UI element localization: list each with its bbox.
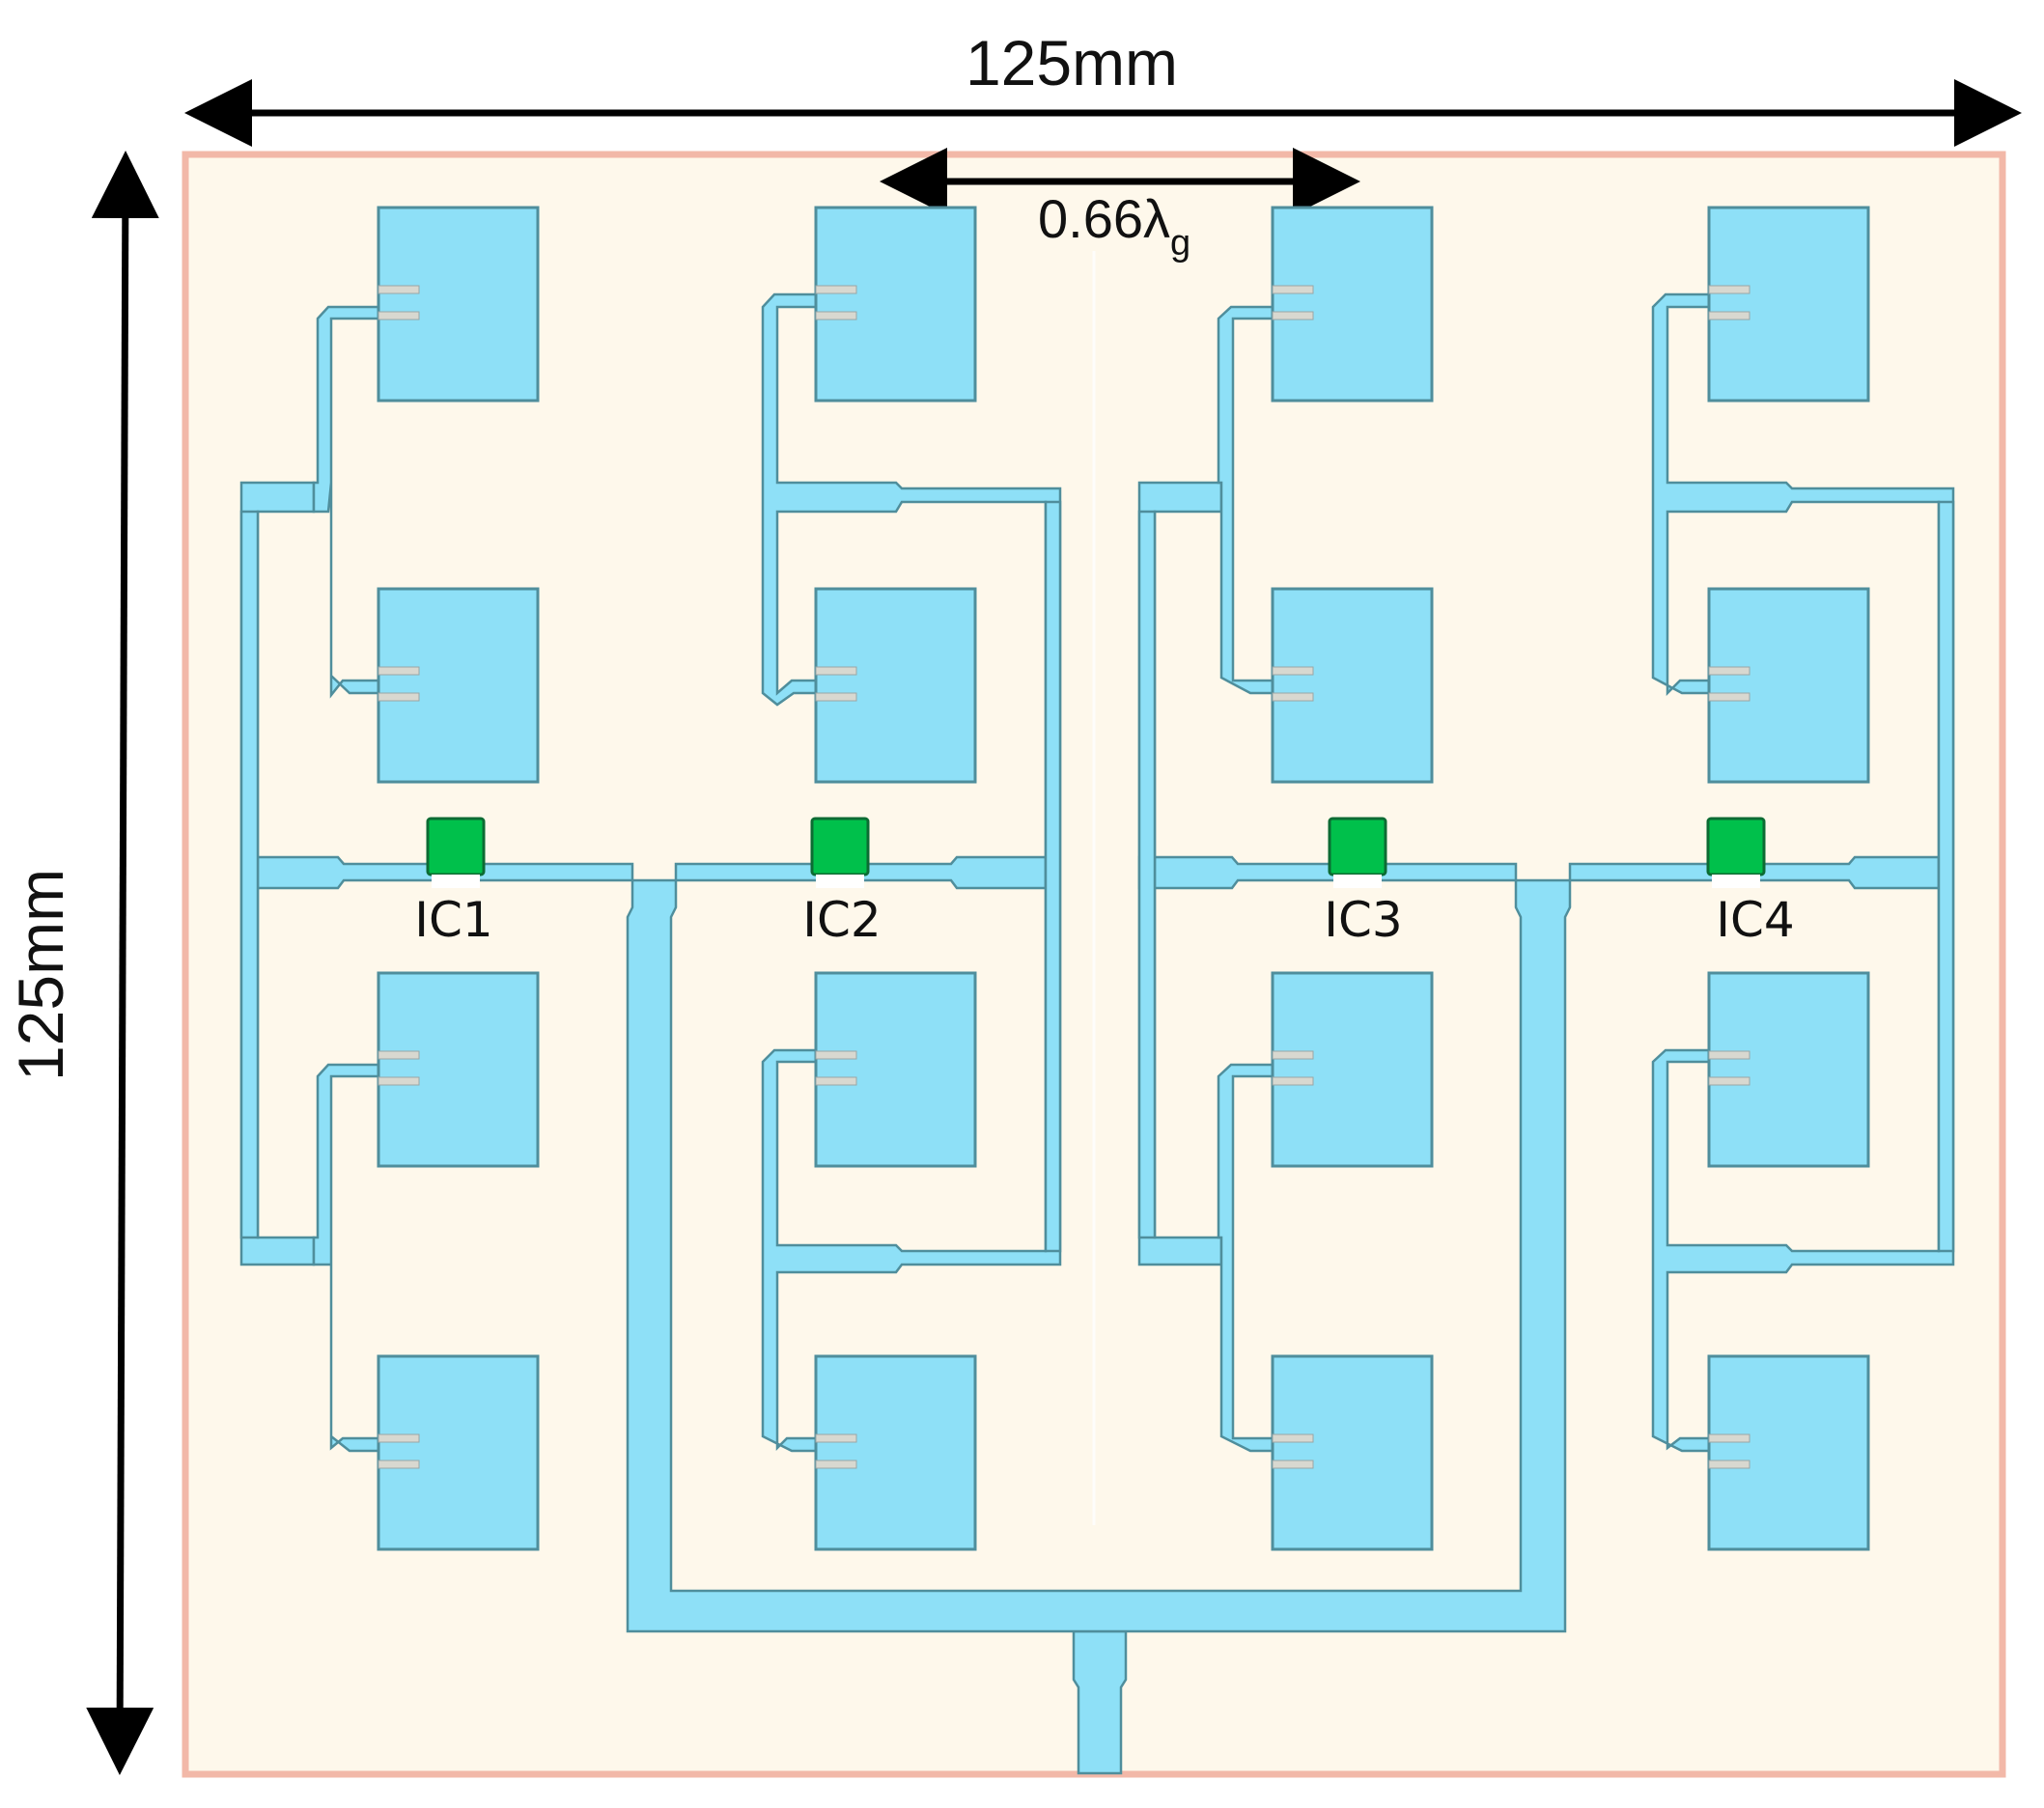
patch-r1-c4: [1707, 206, 1870, 403]
patch-r1-c3: [1271, 206, 1434, 403]
ic-2-label: IC2: [802, 892, 881, 948]
patch-r3-c1: [377, 971, 540, 1168]
patch-r2-c3: [1271, 587, 1434, 784]
ic-3: IC3: [1324, 817, 1403, 948]
ic-4-label: IC4: [1716, 892, 1794, 948]
patch-r2-c1: [377, 587, 540, 784]
patch-r2-c4: [1707, 587, 1870, 784]
ic-1-label: IC1: [414, 892, 492, 948]
patch-r3-c4: [1707, 971, 1870, 1168]
patch-array: [377, 206, 1870, 1551]
patch-r1-c2: [814, 206, 977, 403]
ic-2: IC2: [802, 817, 882, 948]
patch-r3-c3: [1271, 971, 1434, 1168]
feed-network: [239, 292, 1955, 1775]
patch-r3-c2: [814, 971, 977, 1168]
ic-1: IC1: [414, 817, 493, 948]
height-dimension: [86, 151, 159, 1775]
patch-r2-c2: [814, 587, 977, 784]
patch-r4-c1: [377, 1354, 540, 1551]
height-label: 125mm: [5, 869, 76, 1081]
ic-chips: IC1 IC2 IC3 IC4: [414, 817, 1795, 948]
ic-3-label: IC3: [1324, 892, 1402, 948]
patch-r4-c3: [1271, 1354, 1434, 1551]
patch-r4-c2: [814, 1354, 977, 1551]
patch-r1-c1: [377, 206, 540, 403]
ic-4: IC4: [1706, 817, 1795, 948]
width-label: 125mm: [966, 27, 1178, 98]
patch-r4-c4: [1707, 1354, 1870, 1551]
spacing-label: 0.66λg: [1038, 188, 1190, 264]
